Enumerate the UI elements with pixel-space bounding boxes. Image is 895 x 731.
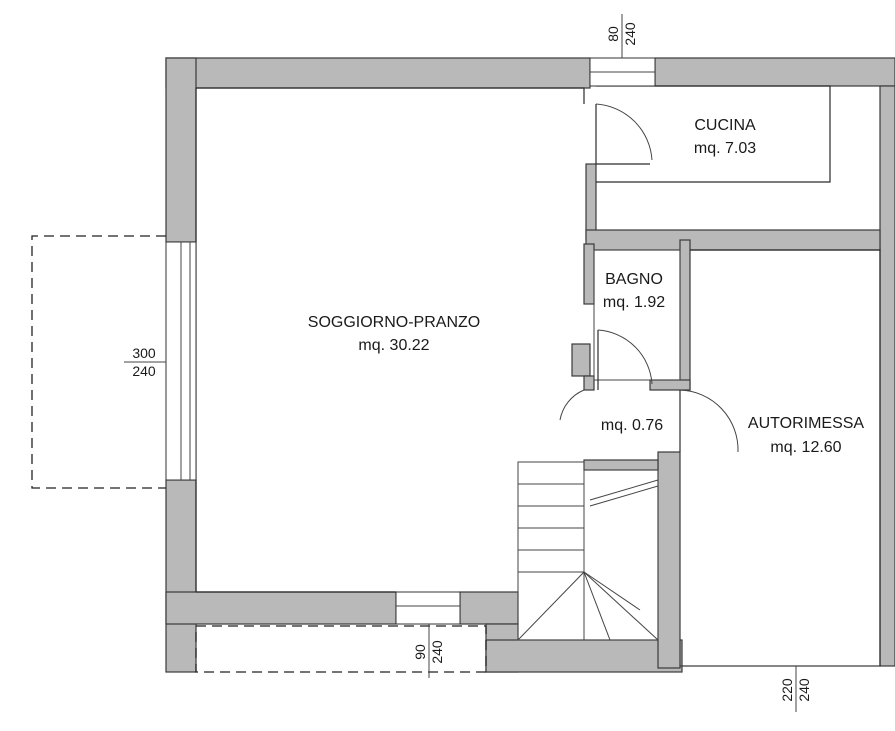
- wall-bath-right: [679, 239, 691, 391]
- dim-left-width: 300: [132, 345, 156, 361]
- stair-cut-line-2: [589, 485, 659, 507]
- dim-top-width: 80: [605, 26, 621, 42]
- dim-bottom-height: 240: [429, 640, 445, 664]
- stair-flight-left: [517, 461, 585, 641]
- room-area-disimpegno: mq. 0.76: [601, 417, 663, 434]
- window-bottom: [395, 591, 461, 625]
- wall-left-upper: [165, 57, 197, 243]
- room-outlines: [195, 85, 881, 667]
- dim-top: 80 240: [605, 16, 638, 52]
- room-area-soggiorno: mq. 30.22: [358, 337, 429, 354]
- wall-bath-left-pier: [571, 343, 591, 377]
- door-kitchen-arc: [595, 103, 653, 161]
- dim-left-height: 240: [132, 363, 156, 379]
- terraces: [31, 235, 487, 673]
- door-disimpegno-arc: [559, 389, 585, 421]
- staircase: [517, 461, 659, 641]
- stair-winder: [583, 571, 611, 641]
- terrace-left: [31, 235, 166, 489]
- doors: [559, 103, 739, 453]
- wall-bottom-mid: [459, 591, 519, 625]
- wall-stair-top: [583, 459, 659, 471]
- dimension-labels: 80 240 300 240 90 240 220 240: [124, 14, 812, 712]
- stair-flight-right: [583, 469, 659, 641]
- dim-garage-width: 220: [779, 678, 795, 702]
- room-name-cucina: CUCINA: [694, 117, 756, 134]
- stair-cut-line: [589, 479, 659, 501]
- room-labels: SOGGIORNO-PRANZO mq. 30.22 CUCINA mq. 7.…: [308, 117, 865, 456]
- wall-garage-left: [657, 451, 681, 669]
- dim-top-height: 240: [622, 22, 638, 46]
- wall-top-left: [165, 57, 591, 89]
- stair-winder: [583, 571, 659, 641]
- room-area-bagno: mq. 1.92: [603, 294, 665, 311]
- wall-bath-bottom: [649, 379, 691, 391]
- windows: [165, 57, 656, 625]
- wall-bath-left-upper: [583, 243, 595, 305]
- wall-kitchen-bottom: [585, 229, 881, 251]
- wall-kitchen-left: [585, 163, 597, 241]
- room-name-bagno: BAGNO: [605, 271, 663, 288]
- door-bath-arc: [597, 329, 653, 385]
- room-name-soggiorno: SOGGIORNO-PRANZO: [308, 314, 480, 331]
- bath-inner: [593, 249, 681, 381]
- stair-winder: [583, 571, 641, 611]
- dim-bottom-width: 90: [412, 644, 428, 660]
- walls: [165, 57, 895, 673]
- room-area-cucina: mq. 7.03: [694, 140, 756, 157]
- terrace-bottom: [195, 625, 487, 673]
- wall-bottom-stair: [485, 639, 683, 673]
- room-name-autorimessa: AUTORIMESSA: [748, 415, 865, 432]
- dim-garage-height: 240: [796, 678, 812, 702]
- kitchen-counter: [596, 85, 831, 183]
- wall-top-right: [654, 57, 895, 87]
- wall-bath-left-lower: [583, 375, 595, 391]
- dim-bottom: 90 240: [412, 634, 445, 670]
- wall-left-lower: [165, 479, 197, 673]
- door-garage-arc: [679, 389, 739, 453]
- wall-right: [879, 85, 895, 667]
- room-area-autorimessa: mq. 12.60: [770, 439, 841, 456]
- garage-outline: [680, 249, 881, 667]
- wall-bottom-left: [165, 591, 397, 625]
- soggiorno-outline-top: [196, 87, 585, 104]
- stair-winder: [517, 571, 585, 641]
